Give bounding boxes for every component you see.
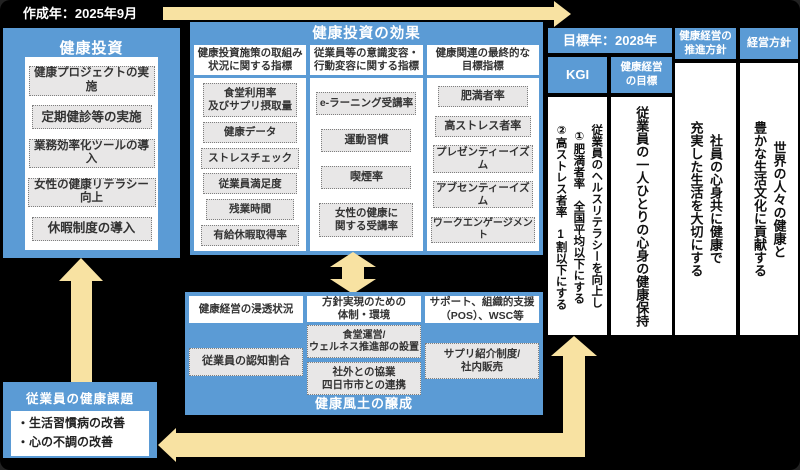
culture-section: 健康経営の浸透状況 従業員の認知割合 方針実現のための 体制・環境 食堂運営/ … (185, 292, 543, 415)
culture-item: サプリ紹介制度/ 社内販売 (425, 343, 539, 379)
effects-item: e-ラーニング受講率 (316, 92, 417, 115)
investment-title: 健康投資 (59, 40, 124, 57)
issues-to-investment-arrowhead-icon (59, 258, 103, 281)
bottom-arrow-left-head-icon (158, 428, 176, 462)
kgi-header: KGI (548, 57, 607, 93)
effects-item: 食堂利用率 及びサプリ摂取量 (203, 82, 298, 117)
management-goal-box: 従業員の一人ひとりの心身の健康保持 (611, 97, 672, 335)
culture-title: 健康風土の醸成 (314, 396, 413, 411)
effects-item: 従業員満足度 (203, 173, 298, 195)
investment-panel: 健康プロジェクトの実施 定期健診等の実施 業務効率化ツールの導入 女性の健康リテ… (25, 57, 158, 250)
kgi-box: 従業員のヘルスリテラシーを向上し ①肥満者率 全国平均以下にする ②高ストレス者… (548, 97, 607, 335)
issues-to-investment-arrow (71, 279, 92, 382)
effects-item: ワークエンゲージメント (430, 216, 535, 243)
effects-item: ストレスチェック (201, 147, 300, 169)
investment-item: 女性の健康リテラシー向上 (27, 177, 156, 208)
bottom-arrow-up-head-icon (551, 336, 597, 356)
effects-item: 有給休暇取得率 (201, 225, 300, 247)
double-arrow-up-head-icon (330, 252, 376, 267)
effects-panel: e-ラーニング受講率 運動習慣 喫煙率 女性の健康に 関する受講率 (310, 78, 423, 251)
culture-column-support: サポート、組織的支援 （POS）、WSC等 サプリ紹介制度/ 社内販売 (425, 296, 539, 395)
effects-column-header: 健康関連の最終的な 目標指標 (426, 45, 539, 75)
effects-panel: 肥満者率 高ストレス者率 プレゼンティーイズム アブセンティーイズム ワークエン… (426, 78, 539, 251)
investment-item: 業務効率化ツールの導入 (28, 138, 155, 169)
effects-title: 健康投資の効果 (312, 26, 421, 42)
effects-column-implementation: 健康投資施策の取組み 状況に関する指標 食堂利用率 及びサプリ摂取量 健康データ… (194, 45, 307, 251)
effects-panel: 食堂利用率 及びサプリ摂取量 健康データ ストレスチェック 従業員満足度 残業時… (194, 78, 307, 251)
bottom-arrow-horizontal-shaft (176, 433, 585, 457)
promotion-policy-header: 健康経営の 推進方針 (675, 28, 736, 59)
effects-item: 女性の健康に 関する受講率 (319, 203, 414, 237)
investment-item: 定期健診等の実施 (31, 105, 152, 130)
effects-item: アブセンティーイズム (432, 180, 533, 209)
investment-section: 健康投資 健康プロジェクトの実施 定期健診等の実施 業務効率化ツールの導入 女性… (3, 28, 180, 258)
culture-column-penetration: 健康経営の浸透状況 従業員の認知割合 (189, 296, 303, 395)
management-goal-header: 健康経営 の目標 (611, 57, 672, 93)
issues-item: ・生活習慣病の改善 (17, 416, 126, 430)
double-arrow-down-head-icon (330, 279, 376, 294)
kgi-text: 従業員のヘルスリテラシーを向上し ①肥満者率 全国平均以下にする ②高ストレス者… (554, 122, 603, 310)
culture-column-header: 方針実現のための 体制・環境 (307, 296, 421, 323)
culture-item: 食堂運営/ ウェルネス推進部の設置 (307, 325, 421, 359)
corporate-policy-header: 経営方針 (740, 28, 798, 59)
issues-item: ・心の不調の改善 (17, 435, 114, 450)
culture-item: 従業員の認知割合 (189, 348, 303, 376)
issues-panel: ・生活習慣病の改善 ・心の不調の改善 (11, 411, 149, 456)
issues-section: 従業員の健康課題 ・生活習慣病の改善 ・心の不調の改善 (3, 382, 157, 458)
corporate-policy-box: 世界の人々の健康と 豊かな生活文化に貢献する (740, 63, 798, 335)
effects-item: プレゼンティーイズム (432, 145, 533, 173)
management-goal-text: 従業員の一人ひとりの心身の健康保持 (634, 105, 650, 327)
culture-column-structure: 方針実現のための 体制・環境 食堂運営/ ウェルネス推進部の設置 社外との協業 … (307, 296, 421, 395)
promotion-policy-box: 社員の心身共に健康で 充実した生活を大切にする (675, 63, 736, 335)
top-flow-arrowhead-icon (554, 1, 571, 27)
promotion-policy-text: 社員の心身共に健康で 充実した生活を大切にする (688, 121, 724, 277)
target-year-label: 目標年：2028年 (548, 28, 672, 53)
effects-column-header: 健康投資施策の取組み 状況に関する指標 (194, 45, 307, 75)
effects-item: 喫煙率 (321, 166, 412, 189)
corporate-policy-text: 世界の人々の健康と 豊かな生活文化に貢献する (752, 121, 787, 277)
culture-column-header: サポート、組織的支援 （POS）、WSC等 (425, 296, 539, 323)
investment-item: 健康プロジェクトの実施 (28, 66, 155, 96)
culture-item: 社外との協業 四日市市との連携 (307, 362, 421, 395)
created-year-label: 作成年：2025年9月 (22, 6, 138, 21)
effects-column-header: 従業員等の意識変容・ 行動変容に関する指標 (310, 45, 423, 75)
top-flow-arrow (163, 7, 555, 20)
double-arrow-shaft (342, 265, 364, 281)
effects-column-final-goals: 健康関連の最終的な 目標指標 肥満者率 高ストレス者率 プレゼンティーイズム ア… (426, 45, 539, 251)
investment-item: 休暇制度の導入 (31, 216, 152, 241)
effects-item: 肥満者率 (437, 86, 528, 108)
effects-column-behavior: 従業員等の意識変容・ 行動変容に関する指標 e-ラーニング受講率 運動習慣 喫煙… (310, 45, 423, 251)
effects-section: 健康投資の効果 健康投資施策の取組み 状況に関する指標 食堂利用率 及びサプリ摂… (190, 22, 543, 255)
issues-title: 従業員の健康課題 (25, 392, 134, 406)
bottom-arrow-vertical-shaft (563, 355, 585, 457)
effects-item: 運動習慣 (321, 129, 412, 152)
effects-item: 高ストレス者率 (434, 115, 531, 137)
effects-item: 残業時間 (206, 199, 295, 221)
effects-item: 健康データ (203, 121, 298, 143)
culture-column-header: 健康経営の浸透状況 (189, 296, 303, 323)
